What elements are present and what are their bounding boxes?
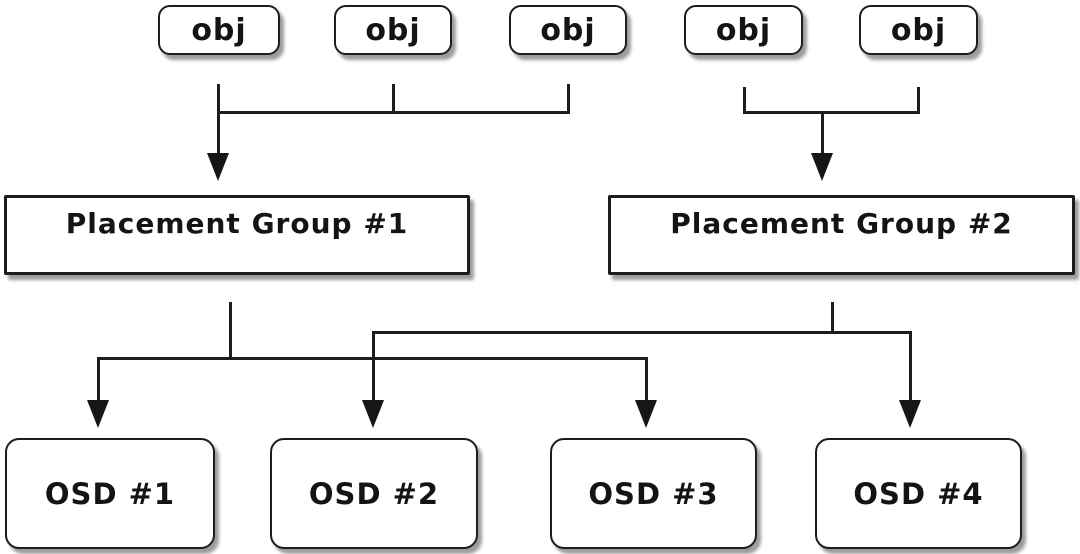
edge-objs-to-pg2-shaft bbox=[820, 110, 824, 155]
obj-box-3-label: obj bbox=[540, 12, 596, 48]
edge-pg1-shaft-osd3 bbox=[644, 356, 648, 402]
osd-2-label: OSD #2 bbox=[308, 476, 440, 511]
osd-2-box: OSD #2 bbox=[270, 438, 478, 549]
placement-group-2-label: Placement Group #2 bbox=[670, 207, 1013, 240]
obj-box-4-label: obj bbox=[715, 12, 772, 48]
arrow-down-to-osd1-icon bbox=[87, 400, 109, 428]
arrow-down-to-pg2-icon bbox=[811, 153, 833, 181]
obj-box-5-label: obj bbox=[890, 12, 947, 48]
edge-pg2-shaft-osd2 bbox=[371, 330, 375, 402]
edge-pg2-bus bbox=[371, 330, 912, 334]
edge-objs-to-pg2-bus bbox=[743, 110, 920, 114]
arrow-down-to-osd2-icon bbox=[362, 400, 384, 428]
placement-group-1-label: Placement Group #1 bbox=[65, 207, 409, 240]
osd-4-label: OSD #4 bbox=[853, 476, 984, 511]
obj-box-1-label: obj bbox=[191, 12, 247, 48]
obj-box-4: obj bbox=[684, 5, 803, 55]
arrow-down-to-osd3-icon bbox=[635, 400, 657, 428]
edge-objs-to-pg1-stub-2 bbox=[391, 84, 395, 113]
obj-box-3: obj bbox=[509, 5, 627, 55]
arrow-down-to-osd4-icon bbox=[899, 400, 921, 428]
osd-3-box: OSD #3 bbox=[550, 438, 757, 549]
edge-pg1-shaft-osd1 bbox=[96, 356, 100, 402]
osd-4-box: OSD #4 bbox=[815, 438, 1022, 549]
edge-objs-to-pg1-shaft bbox=[216, 110, 220, 155]
arrow-down-to-pg1-icon bbox=[207, 153, 229, 181]
edge-objs-to-pg2-stub-1 bbox=[743, 87, 746, 113]
edge-pg2-drop bbox=[830, 302, 834, 333]
edge-pg1-drop bbox=[228, 302, 232, 359]
edge-pg2-shaft-osd4 bbox=[908, 330, 912, 402]
placement-group-2-box: Placement Group #2 bbox=[608, 195, 1075, 275]
obj-box-1: obj bbox=[158, 5, 280, 55]
obj-box-2-label: obj bbox=[365, 12, 421, 48]
obj-box-5: obj bbox=[859, 5, 978, 55]
obj-box-2: obj bbox=[334, 5, 452, 55]
edge-objs-to-pg1-stub-1 bbox=[216, 84, 220, 113]
osd-1-box: OSD #1 bbox=[5, 438, 215, 549]
placement-group-1-box: Placement Group #1 bbox=[4, 195, 470, 275]
edge-objs-to-pg1-stub-3 bbox=[566, 84, 570, 113]
osd-3-label: OSD #3 bbox=[588, 476, 719, 511]
edge-objs-to-pg2-stub-2 bbox=[916, 87, 920, 113]
edge-objs-to-pg1-bus bbox=[216, 110, 570, 114]
osd-1-label: OSD #1 bbox=[44, 476, 176, 511]
